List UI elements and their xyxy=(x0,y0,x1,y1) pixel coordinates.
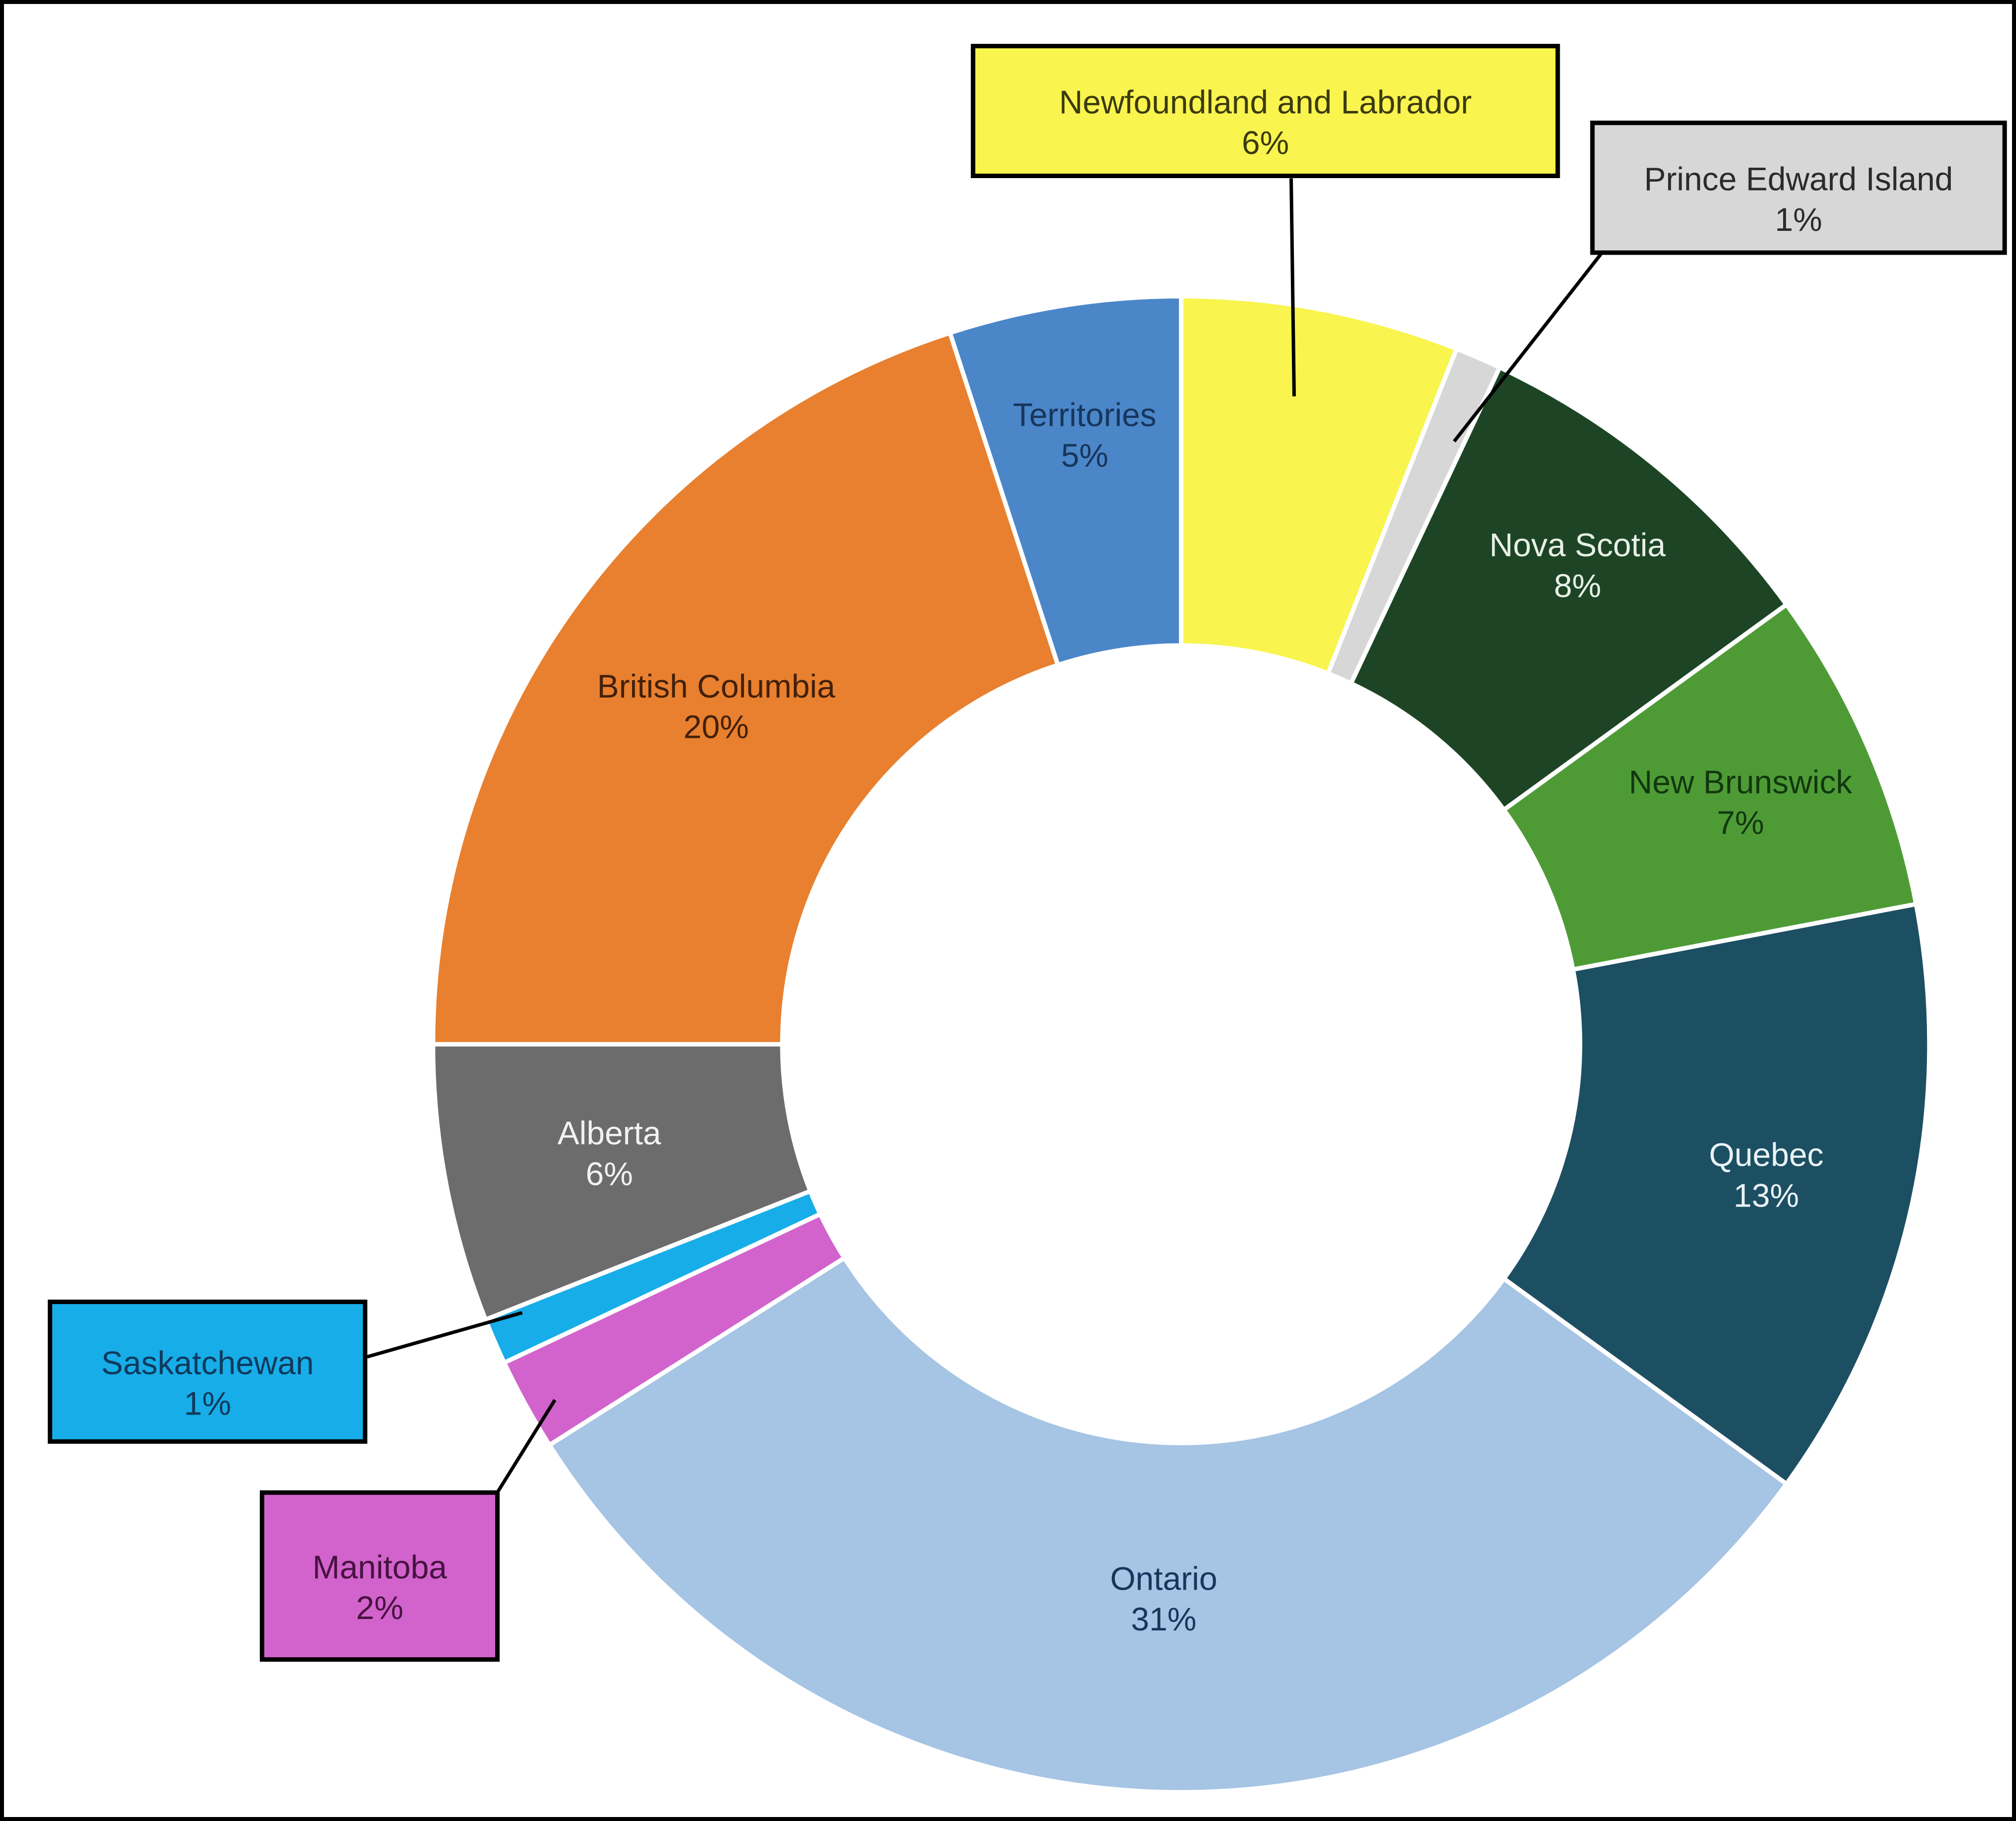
slice-label-new-brunswick: New Brunswick xyxy=(1629,764,1852,801)
slice-value-new-brunswick: 7% xyxy=(1717,805,1764,841)
slice-value-alberta: 6% xyxy=(586,1156,633,1192)
leader-lines-group xyxy=(366,178,1602,1493)
leader-line-saskatchewan xyxy=(366,1311,523,1359)
donut-chart-svg: Newfoundland and Labrador 6% Prince Edward… xyxy=(47,44,2007,1795)
slice-label-british-columbia: British Columbia xyxy=(597,668,836,705)
pie-slice-british-columbia[interactable] xyxy=(430,330,1061,1047)
callout-box-manitoba[interactable] xyxy=(260,1490,500,1662)
slice-label-manitoba: Manitoba xyxy=(313,1549,447,1586)
slices-group xyxy=(430,294,1932,1795)
slice-label-saskatchewan: Saskatchewan xyxy=(101,1345,314,1381)
slice-label-ontario: Ontario xyxy=(1110,1560,1217,1597)
pie-slice-quebec[interactable] xyxy=(1501,902,1932,1486)
slice-label-prince-edward-island: Prince Edward Island xyxy=(1644,161,1953,197)
slice-value-quebec: 13% xyxy=(1733,1177,1799,1214)
slice-label-newfoundland-and-labrador: Newfoundland and Labrador xyxy=(1059,84,1472,120)
pie-slice-alberta[interactable] xyxy=(430,1042,813,1322)
pie-slice-ontario[interactable] xyxy=(547,1255,1789,1795)
leader-line-newfoundland-and-labrador xyxy=(1289,178,1296,397)
slice-value-british-columbia: 20% xyxy=(683,709,749,745)
callout-box-prince-edward-island[interactable] xyxy=(1590,120,2007,255)
leader-line-prince-edward-island xyxy=(1453,253,1602,443)
slice-value-saskatchewan: 1% xyxy=(184,1386,231,1422)
slice-label-alberta: Alberta xyxy=(557,1115,661,1151)
pie-slice-territories[interactable] xyxy=(948,294,1183,668)
pie-slice-newfoundland-and-labrador[interactable] xyxy=(1178,294,1459,676)
callout-box-saskatchewan[interactable] xyxy=(47,1300,368,1444)
callout-box-newfoundland-and-labrador[interactable] xyxy=(970,44,1560,178)
slice-value-territories: 5% xyxy=(1061,437,1108,474)
slice-value-prince-edward-island: 1% xyxy=(1775,202,1822,238)
slice-label-nova-scotia: Nova Scotia xyxy=(1489,527,1666,563)
slice-label-territories: Territories xyxy=(1013,397,1156,433)
slice-value-nova-scotia: 8% xyxy=(1554,568,1601,604)
slice-value-manitoba: 2% xyxy=(356,1590,404,1626)
slice-label-quebec: Quebec xyxy=(1709,1137,1823,1173)
slice-value-newfoundland-and-labrador: 6% xyxy=(1242,125,1289,161)
pie-slice-new-brunswick[interactable] xyxy=(1501,602,1918,972)
pie-slice-nova-scotia[interactable] xyxy=(1349,365,1789,812)
slice-value-ontario: 31% xyxy=(1131,1601,1197,1637)
leader-line-manitoba xyxy=(496,1399,556,1493)
labels-group: Newfoundland and Labrador 6% Prince Edward… xyxy=(47,44,2007,1662)
